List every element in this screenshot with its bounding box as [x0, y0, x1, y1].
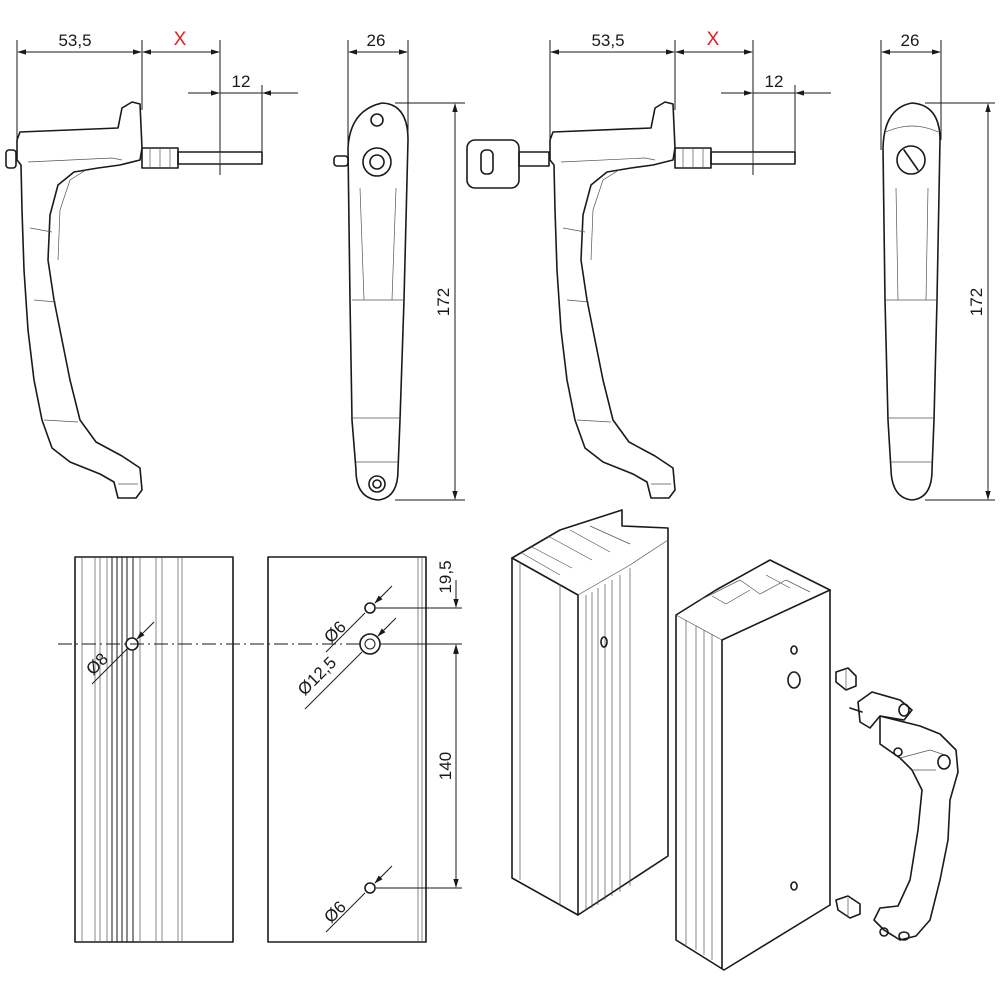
leader-line	[325, 612, 366, 653]
profile-section-view: Ø8	[74, 556, 234, 943]
plate-hole-small-bottom	[790, 881, 798, 891]
leader-line	[374, 585, 393, 604]
lock-knob	[333, 155, 349, 167]
iso-handle-edge	[899, 749, 949, 771]
iso-handle	[849, 691, 959, 941]
rear-profile-hole	[600, 636, 608, 648]
key-cylinder	[896, 145, 926, 175]
iso-handle-hole	[898, 703, 910, 717]
rear-profile-edge	[511, 557, 579, 916]
leader-line	[325, 892, 366, 933]
handle-edge	[576, 419, 612, 423]
handle-edge	[560, 157, 656, 163]
dim-height-label: 172	[967, 288, 986, 316]
dim-width-label: 26	[367, 31, 386, 50]
handle-edge	[566, 299, 590, 303]
iso-handle-lock	[937, 754, 951, 770]
plate-outline	[267, 556, 427, 943]
handle-edge	[29, 227, 53, 233]
dim-height-label: 172	[434, 288, 453, 316]
iso-handle-screw	[893, 747, 903, 757]
handle-edge	[33, 299, 57, 303]
handle-edge	[43, 419, 79, 423]
rear-profile-outline	[511, 509, 669, 916]
lock-cylinder	[369, 154, 385, 170]
handle-edge	[27, 157, 123, 163]
dim-x-label: X	[174, 29, 187, 50]
dim-square-label: 12	[765, 72, 784, 91]
profile-hole-label: Ø8	[82, 649, 111, 678]
profile-outline	[74, 556, 234, 943]
rear-profile-chamber	[519, 525, 631, 576]
key-bow-hole	[480, 149, 494, 175]
screw-hole-bottom	[368, 475, 386, 493]
screw-head	[835, 667, 857, 691]
leader-line	[374, 865, 393, 884]
dim-depth-label: 53,5	[591, 31, 624, 50]
hole-small-bottom-label: Ø6	[320, 897, 349, 926]
hole-large	[359, 633, 381, 655]
mounting-plate-view: 19,5 140 Ø6 Ø12,5 Ø6	[267, 556, 462, 943]
dim-depth-label: 53,5	[58, 31, 91, 50]
leader-line	[304, 651, 363, 710]
iso-handle-base	[857, 691, 913, 729]
handle-edge	[590, 169, 620, 261]
dim-x-label: X	[707, 29, 720, 50]
handle-side-view-key: 53,5 X 12	[466, 29, 831, 499]
rear-profile-edge	[577, 539, 669, 596]
iso-handle-screw-bottom	[898, 931, 910, 941]
leader-line	[136, 621, 155, 640]
screw-top	[835, 667, 857, 691]
front-profile-edge	[675, 614, 723, 641]
screw-head	[835, 895, 861, 919]
leader-line	[377, 617, 397, 637]
handle-edge	[359, 187, 397, 301]
key-blade	[518, 151, 550, 167]
screw-bottom	[835, 895, 861, 919]
screw-hole-top	[370, 113, 384, 127]
dim-width-label: 26	[901, 31, 920, 50]
hole-small-top-label: Ø6	[320, 617, 349, 646]
hole-small-bottom	[364, 882, 376, 894]
front-profile-groove	[685, 620, 713, 960]
front-profile-outline	[675, 559, 831, 971]
handle-edge	[562, 227, 586, 233]
lock-knob	[5, 149, 17, 169]
handle-edge	[57, 169, 87, 261]
rear-profile-edge	[519, 562, 561, 905]
handle-edge	[895, 187, 929, 301]
front-profile-chamber	[699, 579, 811, 601]
isometric-assembly	[511, 509, 959, 971]
handle-outline	[16, 101, 143, 499]
plate-hole-large	[787, 671, 801, 689]
handle-front-view: 26 172	[333, 31, 465, 501]
key-slot	[903, 149, 919, 171]
lock-cylinder	[362, 147, 392, 177]
handle-front-outline	[347, 102, 409, 501]
handle-side-view: 53,5 X 12	[5, 29, 298, 499]
hole-large-label: Ø12,5	[294, 653, 340, 699]
iso-handle-screw-bottom	[879, 927, 889, 937]
plate-hole-small-top	[790, 645, 798, 655]
screw-hole-bottom	[372, 479, 382, 489]
iso-handle-grip	[873, 715, 959, 941]
handle-edge	[885, 125, 939, 133]
hole-small-top	[364, 602, 376, 614]
hole-large	[364, 638, 376, 650]
iso-handle-spindle	[849, 707, 863, 713]
dim-square-label: 12	[232, 72, 251, 91]
front-profile-edge	[721, 589, 831, 641]
front-profile-chamber	[711, 574, 791, 605]
leader-line	[91, 648, 128, 685]
dim-top-spacing-label: 19,5	[436, 560, 455, 593]
handle-outline	[549, 101, 676, 499]
handle-front-outline	[882, 102, 941, 501]
handle-front-view-key: 26 172	[880, 31, 995, 501]
dim-main-spacing-label: 140	[436, 752, 455, 780]
